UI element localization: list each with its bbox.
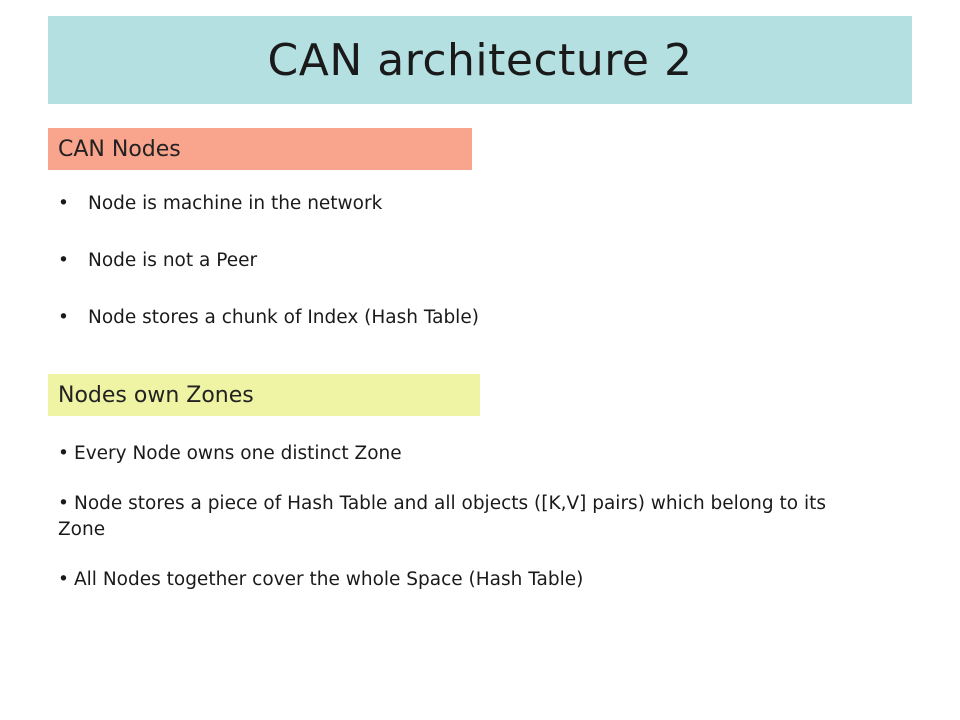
slide-title-bar: CAN architecture 2 (48, 16, 912, 104)
bullet-icon: • (58, 250, 69, 271)
bullet-icon: • (58, 443, 69, 464)
list-item: • Node is not a Peer (58, 250, 479, 307)
slide-title: CAN architecture 2 (267, 34, 693, 86)
bullet-icon: • (58, 569, 69, 590)
list-item: • Node is machine in the network (58, 193, 479, 250)
bullet-icon: • (58, 193, 69, 214)
list-item: •Every Node owns one distinct Zone (58, 441, 858, 467)
list-item: • Node stores a chunk of Index (Hash Tab… (58, 307, 479, 364)
section-header-nodes-own-zones: Nodes own Zones (48, 374, 480, 416)
bullet-text: Node is not a Peer (88, 250, 258, 271)
bullet-text: Node stores a chunk of Index (Hash Table… (88, 307, 479, 328)
section-header-label: CAN Nodes (58, 136, 181, 162)
bullet-text: Node stores a piece of Hash Table and al… (58, 493, 826, 540)
list-item: •Node stores a piece of Hash Table and a… (58, 491, 858, 543)
section-header-label: Nodes own Zones (58, 382, 254, 408)
section-header-can-nodes: CAN Nodes (48, 128, 472, 170)
can-nodes-bullet-list: • Node is machine in the network • Node … (58, 193, 479, 364)
bullet-icon: • (58, 307, 69, 328)
bullet-icon: • (58, 493, 69, 514)
bullet-text: Node is machine in the network (88, 193, 383, 214)
nodes-own-zones-bullet-list: •Every Node owns one distinct Zone •Node… (58, 441, 858, 617)
list-item: •All Nodes together cover the whole Spac… (58, 567, 858, 593)
bullet-text: All Nodes together cover the whole Space… (74, 569, 584, 590)
bullet-text: Every Node owns one distinct Zone (74, 443, 402, 464)
